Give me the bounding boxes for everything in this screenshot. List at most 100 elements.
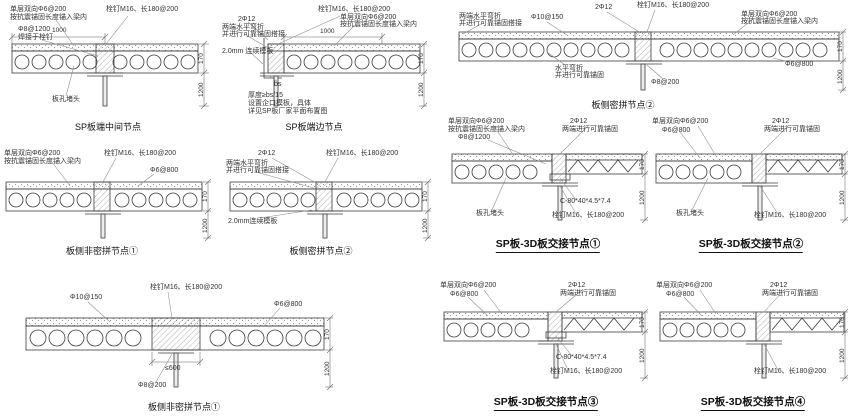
annotation-label: Φ6@800: [666, 291, 695, 298]
annotation-label: 2.0mm连续模板: [228, 218, 278, 225]
dimension-label: 170: [422, 191, 429, 202]
annotation-label: 按抗震锚固长度锚入梁内: [340, 21, 417, 28]
dimension-label: 1200: [839, 348, 846, 363]
panel-side-open-joint-node-mid: 单层双向Φ6@200 按抗震锚固长度锚入梁内 栓钉M16、长180@200 Φ6…: [2, 148, 222, 262]
panel-title: 板侧密拼节点②: [591, 100, 655, 110]
detail-drawing: [8, 15, 209, 110]
annotation-label: 栓钉M16、长180@200: [552, 212, 625, 219]
detail-drawing: [229, 157, 432, 242]
dimension-label: 170: [839, 159, 846, 170]
panel-sp-3d-junction-node-2: 单层双向Φ6@200 Φ6@800 2Φ12 两端进行可靠锚固 板孔堵头 栓钉M…: [652, 118, 850, 255]
annotation-label: 栓钉M16、长180@200: [106, 6, 179, 13]
annotation-label: 两端进行可靠锚固: [562, 126, 618, 133]
annotation-label: 两端水平弯折: [459, 13, 501, 20]
panel-title: 板侧非密拼节点①: [147, 402, 221, 412]
dimension-label: 1200: [839, 190, 846, 205]
annotation-label: Φ8@1200: [18, 26, 51, 33]
annotation-label: 两端水平弯折: [222, 24, 264, 31]
detail-drawing: [655, 125, 849, 224]
annotation-label: Φ10@150: [70, 294, 103, 301]
annotation-label: 2Φ12: [258, 150, 276, 157]
annotation-label: 单层双向Φ6@200: [440, 282, 497, 289]
panel-title: SP板-3D板交接节点②: [698, 236, 804, 253]
dimension-label: 1200: [324, 361, 331, 376]
panel-sp-3d-junction-node-1: 单层双向Φ6@200 按抗震锚固长度锚入梁内 Φ8@1200 2Φ12 两端进行…: [448, 118, 649, 255]
annotation-label: 板孔堵头: [52, 96, 80, 103]
panel-title: SP板-3D板交接节点④: [700, 394, 806, 411]
annotation-label: 单层双向Φ6@200: [340, 14, 397, 21]
detail-drawing: [245, 15, 428, 110]
dimension-label: 170: [837, 41, 844, 52]
dimension-label: 1200: [639, 348, 646, 363]
annotation-label: 栓钉M16、长180@200: [104, 150, 177, 157]
annotation-label: 2Φ12: [238, 16, 256, 23]
annotation-label: Φ10@150: [531, 14, 564, 21]
panel-title: SP板-3D板交接节点③: [493, 394, 599, 411]
dimension-label: 170: [418, 53, 425, 64]
panel-side-tight-joint-node-mid: 2Φ12 两端水平弯折 并进行可靠锚固搭接 栓钉M16、长180@200 2.0…: [226, 148, 436, 262]
annotation-label: C-80*40*4.5*7.4: [560, 198, 611, 205]
dimension-label: 170: [639, 159, 646, 170]
annotation-label: 2Φ12: [595, 4, 613, 11]
annotation-label: Φ6@800: [150, 167, 179, 174]
annotation-label: 两端进行可靠锚固: [764, 126, 820, 133]
annotation-label: 2Φ12: [772, 118, 790, 125]
annotation-label: C-80*40*4.5*7.4: [556, 354, 607, 361]
panel-side-tight-joint-node-top: Φ10@150 2Φ12 栓钉M16、长180@200 单层双向Φ6@200 按…: [455, 2, 848, 114]
annotation-label: 栓钉M16、长180@200: [318, 6, 391, 13]
dimension-label: 170: [839, 317, 846, 328]
panel-title: SP板端边节点: [285, 122, 343, 132]
annotation-label: 详见SP板厂家平面布置图: [248, 108, 328, 115]
annotation-label: 设置企口模板，具体: [248, 100, 311, 107]
annotation-label: 2.0mm 连续模板: [222, 48, 274, 55]
annotation-label: 两端进行可靠锚固: [762, 290, 818, 297]
dimension-label: 170: [198, 53, 205, 64]
annotation-label: 并进行可靠锚固搭接: [226, 167, 289, 174]
annotation-label: 单层双向Φ6@200: [741, 11, 798, 18]
annotation-label: Φ8@200: [138, 382, 167, 389]
dimension-label: 1000: [320, 28, 335, 35]
detail-drawing: [458, 9, 847, 94]
panel-sp-3d-junction-node-4: 单层双向Φ6@200 Φ6@800 2Φ12 两端进行可靠锚固 栓钉M16、长1…: [656, 282, 850, 415]
detail-drawing: [25, 291, 334, 391]
panel-sp-end-middle-node: 单层双向Φ6@200 按抗震锚固长度锚入梁内 Φ8@1200 焊接于栓钉 栓钉M…: [8, 4, 213, 134]
annotation-label: Φ6@800: [662, 127, 691, 134]
detail-drawing: [659, 289, 849, 382]
dimension-label: 170: [202, 191, 209, 202]
panel-sp-end-edge-node: 栓钉M16、长180@200 2Φ12 两端水平弯折 并进行可靠锚固搭接 单层双…: [222, 4, 428, 134]
annotation-label: 单层双向Φ6@200: [652, 118, 709, 125]
annotation-label: ≤600: [165, 365, 181, 372]
dimension-label: 1200: [418, 82, 425, 97]
detail-drawing: [443, 289, 649, 382]
annotation-label: 板孔堵头: [676, 210, 704, 217]
annotation-label: 按抗震锚固长度锚入梁内: [4, 158, 81, 165]
annotation-label: 并进行可靠锚固搭接: [222, 31, 285, 38]
annotation-label: 单层双向Φ6@200: [448, 118, 505, 125]
annotation-label: 栓钉M16、长180@200: [754, 368, 827, 375]
annotation-label: 并进行可靠锚固搭接: [459, 20, 522, 27]
annotation-label: 单层双向Φ6@200: [4, 150, 61, 157]
annotation-label: 厚度≥bs/15: [248, 92, 283, 99]
annotation-label: Φ8@1200: [458, 134, 491, 141]
annotation-label: 按抗震锚固长度锚入梁内: [448, 126, 525, 133]
panel-title: SP板端中间节点: [74, 122, 142, 132]
panel-title: 板侧密拼节点②: [289, 246, 353, 256]
dimension-label: 1200: [202, 218, 209, 233]
dimension-label: 1200: [198, 82, 205, 97]
dimension-label: 1200: [422, 218, 429, 233]
panel-side-open-joint-node-bottom: Φ10@150 栓钉M16、长180@200 Φ6@800 ≤600 Φ8@20…: [22, 282, 337, 415]
annotation-label: 栓钉M16、长180@200: [326, 150, 399, 157]
annotation-label: Φ6@800: [274, 301, 303, 308]
annotation-label: 单层双向Φ6@200: [656, 282, 713, 289]
annotation-label: 两端进行可靠锚固: [560, 290, 616, 297]
dimension-label: 170: [324, 329, 331, 340]
dimension-label: 1200: [639, 190, 646, 205]
annotation-label: 按抗震锚固长度锚入梁内: [10, 14, 87, 21]
annotation-label: 并进行可靠锚固: [555, 72, 604, 79]
annotation-label: Φ6@800: [785, 61, 814, 68]
detail-drawing: [5, 157, 212, 242]
annotation-label: 2Φ12: [570, 118, 588, 125]
panel-title: 板侧非密拼节点①: [65, 246, 139, 256]
annotation-label: 两端水平弯折: [226, 160, 268, 167]
